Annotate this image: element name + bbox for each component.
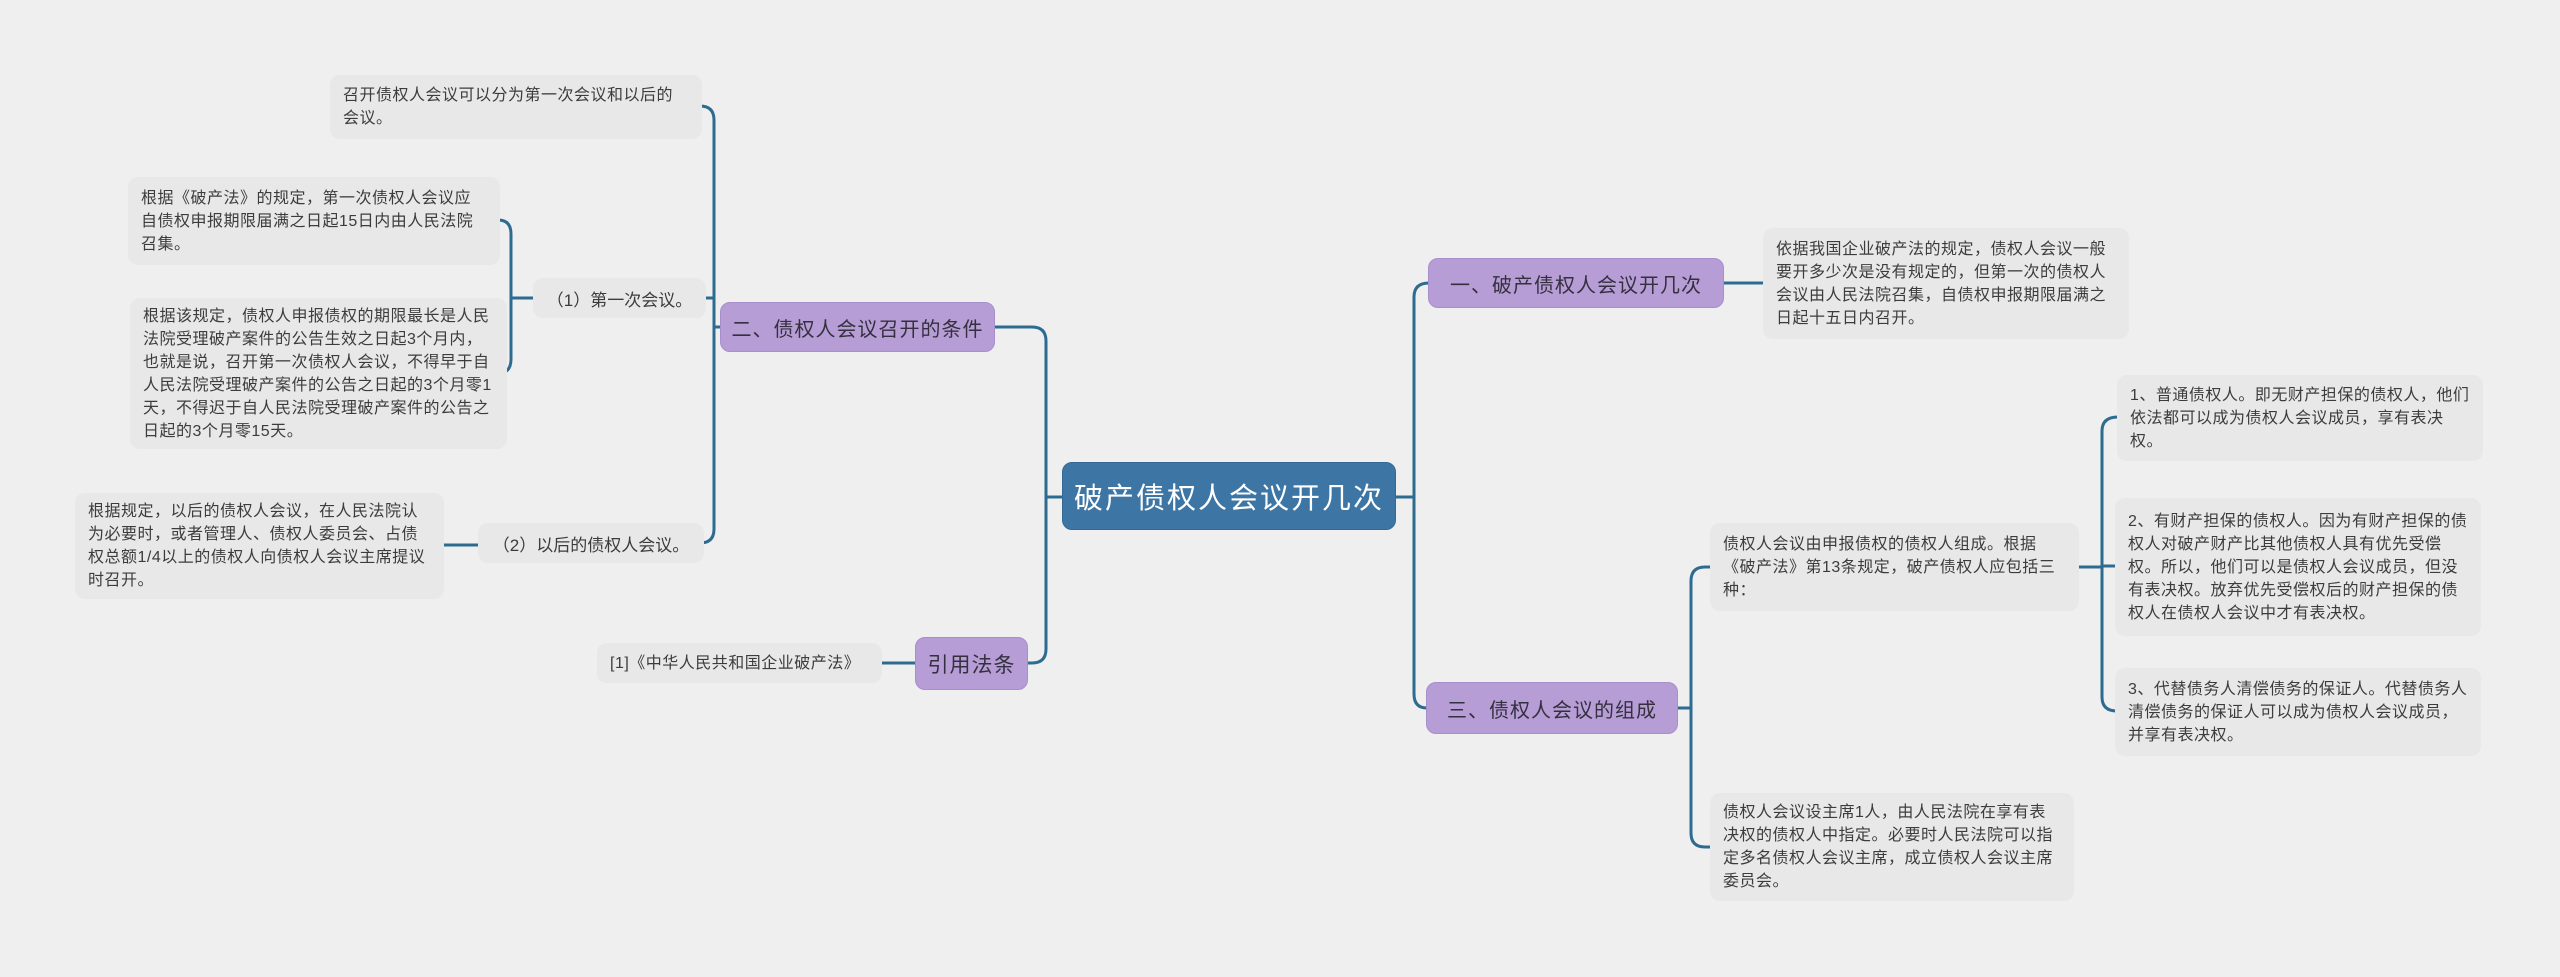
connector-branch3-trunk xyxy=(1689,565,1713,849)
branch-node-composition[interactable]: 三、债权人会议的组成 xyxy=(1426,682,1678,734)
note-box-first-meeting-law[interactable]: 根据《破产法》的规定，第一次债权人会议应自债权申报期限届满之日起15日内由人民法… xyxy=(128,177,500,265)
branch-node-citation[interactable]: 引用法条 xyxy=(915,637,1028,690)
connector-left-main-trunk xyxy=(993,325,1048,665)
node-first-meeting[interactable]: （1）第一次会议。 xyxy=(533,278,706,318)
root-node[interactable]: 破产债权人会议开几次 xyxy=(1062,462,1396,530)
note-box-first-meeting-deadline[interactable]: 根据该规定，债权人申报债权的期限最长是人民法院受理破产案件的公告生效之日起3个月… xyxy=(130,298,507,449)
note-box-creditor-type-secured[interactable]: 2、有财产担保的债权人。因为有财产担保的债权人对破产财产比其他债权人具有优先受偿… xyxy=(2115,498,2481,636)
note-box-composition-members[interactable]: 债权人会议由申报债权的债权人组成。根据《破产法》第13条规定，破产债权人应包括三… xyxy=(1710,523,2079,611)
branch-node-times[interactable]: 一、破产债权人会议开几次 xyxy=(1428,258,1724,308)
branch-node-conditions[interactable]: 二、债权人会议召开的条件 xyxy=(720,302,995,352)
note-box-citation-source[interactable]: [1]《中华人民共和国企业破产法》 xyxy=(597,643,882,683)
connector-branch2-trunk xyxy=(698,104,716,545)
node-later-meeting[interactable]: （2）以后的债权人会议。 xyxy=(478,523,704,563)
note-box-creditor-type-guarantor[interactable]: 3、代替债务人清偿债务的保证人。代替债务人清偿债务的保证人可以成为债权人会议成员… xyxy=(2115,668,2481,756)
connector-right-main-trunk xyxy=(1412,281,1431,710)
note-box-meeting-intro[interactable]: 召开债权人会议可以分为第一次会议和以后的会议。 xyxy=(330,75,702,139)
note-box-times-rule[interactable]: 依据我国企业破产法的规定，债权人会议一般要开多少次是没有规定的，但第一次的债权人… xyxy=(1763,228,2129,339)
note-box-creditor-type-ordinary[interactable]: 1、普通债权人。即无财产担保的债权人，他们依法都可以成为债权人会议成员，享有表决… xyxy=(2117,375,2483,461)
note-box-composition-chair[interactable]: 债权人会议设主席1人，由人民法院在享有表决权的债权人中指定。必要时人民法院可以指… xyxy=(1710,793,2074,901)
note-box-later-meeting-rule[interactable]: 根据规定，以后的债权人会议，在人民法院认为必要时，或者管理人、债权人委员会、占债… xyxy=(75,493,444,599)
